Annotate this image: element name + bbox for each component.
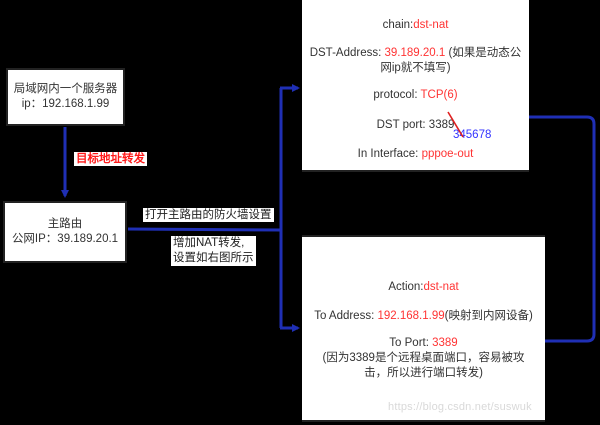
router-title: 主路由	[47, 218, 83, 230]
action-settings-box: Action:dst-nat To Address: 192.168.1.99(…	[302, 235, 545, 422]
protocol-row: protocol: TCP(6)	[302, 88, 529, 103]
label-open-firewall: 打开主路由的防火墙设置	[143, 208, 274, 222]
protocol-label: protocol:	[373, 89, 421, 101]
general-settings-box: chain:dst-nat DST-Address: 39.189.20.1 (…	[302, 0, 529, 172]
label-add-nat: 增加NAT转发, 设置如右图所示	[171, 236, 256, 266]
chain-value: dst-nat	[413, 19, 449, 31]
action-label: Action:	[388, 281, 424, 293]
chain-row: chain:dst-nat	[302, 18, 529, 33]
label-forward: 目标地址转发	[74, 152, 147, 166]
to-address-value: 192.168.1.99	[377, 310, 445, 322]
dst-address-note: (如果是动态公	[445, 47, 522, 59]
action-row: Action:dst-nat	[302, 280, 545, 295]
to-address-row: To Address: 192.168.1.99(映射到内网设备)	[302, 309, 545, 324]
watermark: https://blog.csdn.net/suswuk	[388, 401, 532, 413]
line-router-to-junction	[127, 227, 282, 232]
label-add-nat-line2: 设置如右图所示	[173, 252, 254, 264]
dst-port-value: 3389	[428, 119, 455, 131]
protocol-value: TCP(6)	[420, 89, 458, 101]
in-interface-label: In Interface:	[357, 148, 422, 160]
to-port-label: To Port:	[389, 337, 433, 349]
dst-address-note-2: 网ip就不填写)	[380, 62, 451, 74]
dst-port-row: DST port: 3389	[302, 118, 529, 133]
dst-address-label: DST-Address:	[309, 47, 385, 59]
router-public-ip: 公网IP：39.189.20.1	[11, 233, 119, 245]
server-title: 局域网内一个服务器	[13, 83, 118, 95]
dst-address-value: 39.189.20.1	[384, 47, 446, 59]
to-port-note-line2: 击，所以进行端口转发)	[364, 367, 483, 379]
dst-port-replacement: 345678	[453, 129, 492, 141]
dst-port-label: DST port:	[376, 119, 429, 131]
to-port-value: 3389	[432, 337, 458, 349]
to-port-note-line1: (因为3389是个远程桌面端口，容易被攻	[322, 352, 525, 364]
arrow-port-loop	[465, 113, 596, 343]
router-box: 主路由 公网IP：39.189.20.1	[3, 201, 127, 263]
in-interface-value: pppoe-out	[421, 148, 474, 160]
to-address-label: To Address:	[314, 310, 378, 322]
to-address-note: (映射到内网设备)	[444, 310, 533, 322]
server-ip: ip：192.168.1.99	[21, 98, 110, 110]
dst-address-row: DST-Address: 39.189.20.1 (如果是动态公 网ip就不填写…	[302, 46, 529, 76]
chain-label: chain:	[382, 19, 414, 31]
to-port-row: To Port: 3389	[302, 336, 545, 351]
in-interface-row: In Interface: pppoe-out	[302, 147, 529, 162]
strike-line	[447, 111, 464, 138]
action-value: dst-nat	[423, 281, 459, 293]
label-add-nat-line1: 增加NAT转发,	[173, 237, 245, 249]
to-port-note: (因为3389是个远程桌面端口，容易被攻 击，所以进行端口转发)	[302, 351, 545, 381]
server-box: 局域网内一个服务器 ip：192.168.1.99	[6, 68, 125, 126]
